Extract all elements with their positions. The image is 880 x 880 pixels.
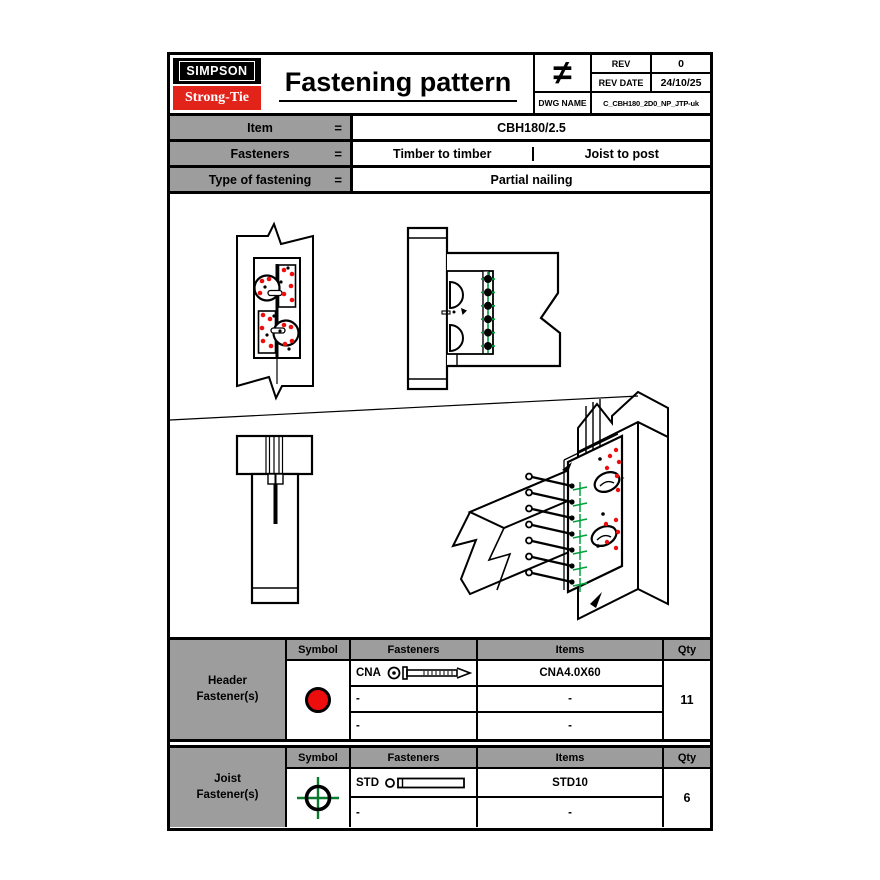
fasteners-value-left: Timber to timber — [393, 146, 492, 161]
fasteners-values: Timber to timber Joist to post — [353, 142, 710, 165]
strongtie-logo: Strong-Tie — [173, 86, 261, 110]
header-fasteners-qty: 11 — [680, 693, 694, 707]
col-symbol: Symbol — [287, 748, 351, 769]
joist-fasteners-table: Joist Fastener(s) Symbol Fasteners Items… — [170, 745, 710, 827]
joist-nail-markers — [481, 272, 495, 353]
fastener-code: STD — [356, 776, 379, 789]
drawing-sheet: SIMPSON Strong-Tie Fastening pattern ≠ R… — [167, 52, 713, 831]
col-fasteners: Fasteners — [351, 748, 478, 769]
header-nail-markers — [257, 267, 295, 349]
iso-nails — [525, 472, 575, 585]
fastener-cell: - — [351, 687, 478, 713]
page-title: Fastening pattern — [278, 67, 518, 102]
type-label-cell: Type of fastening = — [170, 168, 353, 191]
fasteners-row: Fasteners = Timber to timber Joist to po… — [170, 142, 710, 168]
equals-sign: = — [334, 172, 342, 187]
joist-fasteners-label: Joist Fastener(s) — [170, 748, 287, 827]
iso-joist-markers — [572, 482, 588, 592]
joist-fasteners-qty: 6 — [683, 791, 691, 805]
fasteners-value-right: Joist to post — [531, 146, 711, 161]
simpson-logo: SIMPSON — [173, 58, 261, 84]
item-row: Item = CBH180/2.5 — [170, 116, 710, 142]
col-items: Items — [478, 640, 664, 661]
header-fastener-symbol-cell — [287, 661, 351, 739]
iso-header-markers — [603, 447, 622, 551]
dwg-name-value: C_CBH180_2D0_NP_JTP-uk — [603, 98, 699, 108]
rev-date-value: 24/10/25 — [652, 74, 710, 93]
technical-drawing — [170, 221, 669, 621]
item-value: CBH180/2.5 — [497, 120, 566, 135]
col-qty: Qty — [664, 640, 710, 661]
fastener-cell: CNA — [351, 661, 478, 687]
col-qty: Qty — [664, 748, 710, 769]
red-circle-symbol-icon — [305, 687, 331, 713]
fasteners-label-cell: Fasteners = — [170, 142, 353, 165]
dwg-name-label: DWG NAME — [535, 93, 592, 113]
drawing-area — [170, 194, 710, 640]
equals-sign: = — [334, 120, 342, 135]
side-view — [406, 226, 562, 391]
logo: SIMPSON Strong-Tie — [170, 55, 263, 113]
item-cell: - — [478, 687, 664, 713]
std-dowel-icon — [385, 777, 465, 788]
item-label-cell: Item = — [170, 116, 353, 139]
isometric-view — [170, 390, 669, 621]
type-label: Type of fastening — [208, 172, 312, 187]
not-equal-icon: ≠ — [535, 54, 592, 93]
item-label: Item — [247, 120, 273, 135]
joist-fastener-symbol-cell — [287, 769, 351, 827]
type-of-fastening-row: Type of fastening = Partial nailing — [170, 168, 710, 194]
fasteners-label: Fasteners — [230, 146, 290, 161]
fastener-cell: STD — [351, 769, 478, 798]
sheet-title: Fastening pattern — [263, 55, 533, 113]
col-items: Items — [478, 748, 664, 769]
header-fasteners-table: Header Fastener(s) Symbol Fasteners Item… — [170, 640, 710, 742]
item-cell: CNA4.0X60 — [478, 661, 664, 687]
item-cell: - — [478, 798, 664, 827]
cna-nail-icon — [387, 666, 472, 680]
rev-date-label: REV DATE — [592, 74, 652, 93]
type-value: Partial nailing — [490, 172, 573, 187]
col-symbol: Symbol — [287, 640, 351, 661]
title-block: SIMPSON Strong-Tie Fastening pattern ≠ R… — [170, 54, 710, 116]
strongtie-logo-text: Strong-Tie — [184, 90, 250, 105]
fastener-code: CNA — [356, 667, 381, 679]
item-cell: STD10 — [478, 769, 664, 798]
item-cell: - — [478, 713, 664, 739]
crosshair-circle-symbol-icon — [297, 777, 339, 819]
fastener-cell: - — [351, 713, 478, 739]
front-view — [236, 221, 314, 401]
col-fasteners: Fasteners — [351, 640, 478, 661]
fastener-cell: - — [351, 798, 478, 827]
header-fasteners-label: Header Fastener(s) — [170, 640, 287, 739]
rev-label: REV — [592, 55, 652, 74]
plan-view — [235, 434, 314, 605]
revision-block: ≠ REV 0 REV DATE 24/10/25 DWG NAME C_CBH… — [533, 54, 710, 113]
rev-value: 0 — [652, 55, 710, 74]
simpson-logo-text: SIMPSON — [179, 60, 255, 82]
equals-sign: = — [334, 146, 342, 161]
